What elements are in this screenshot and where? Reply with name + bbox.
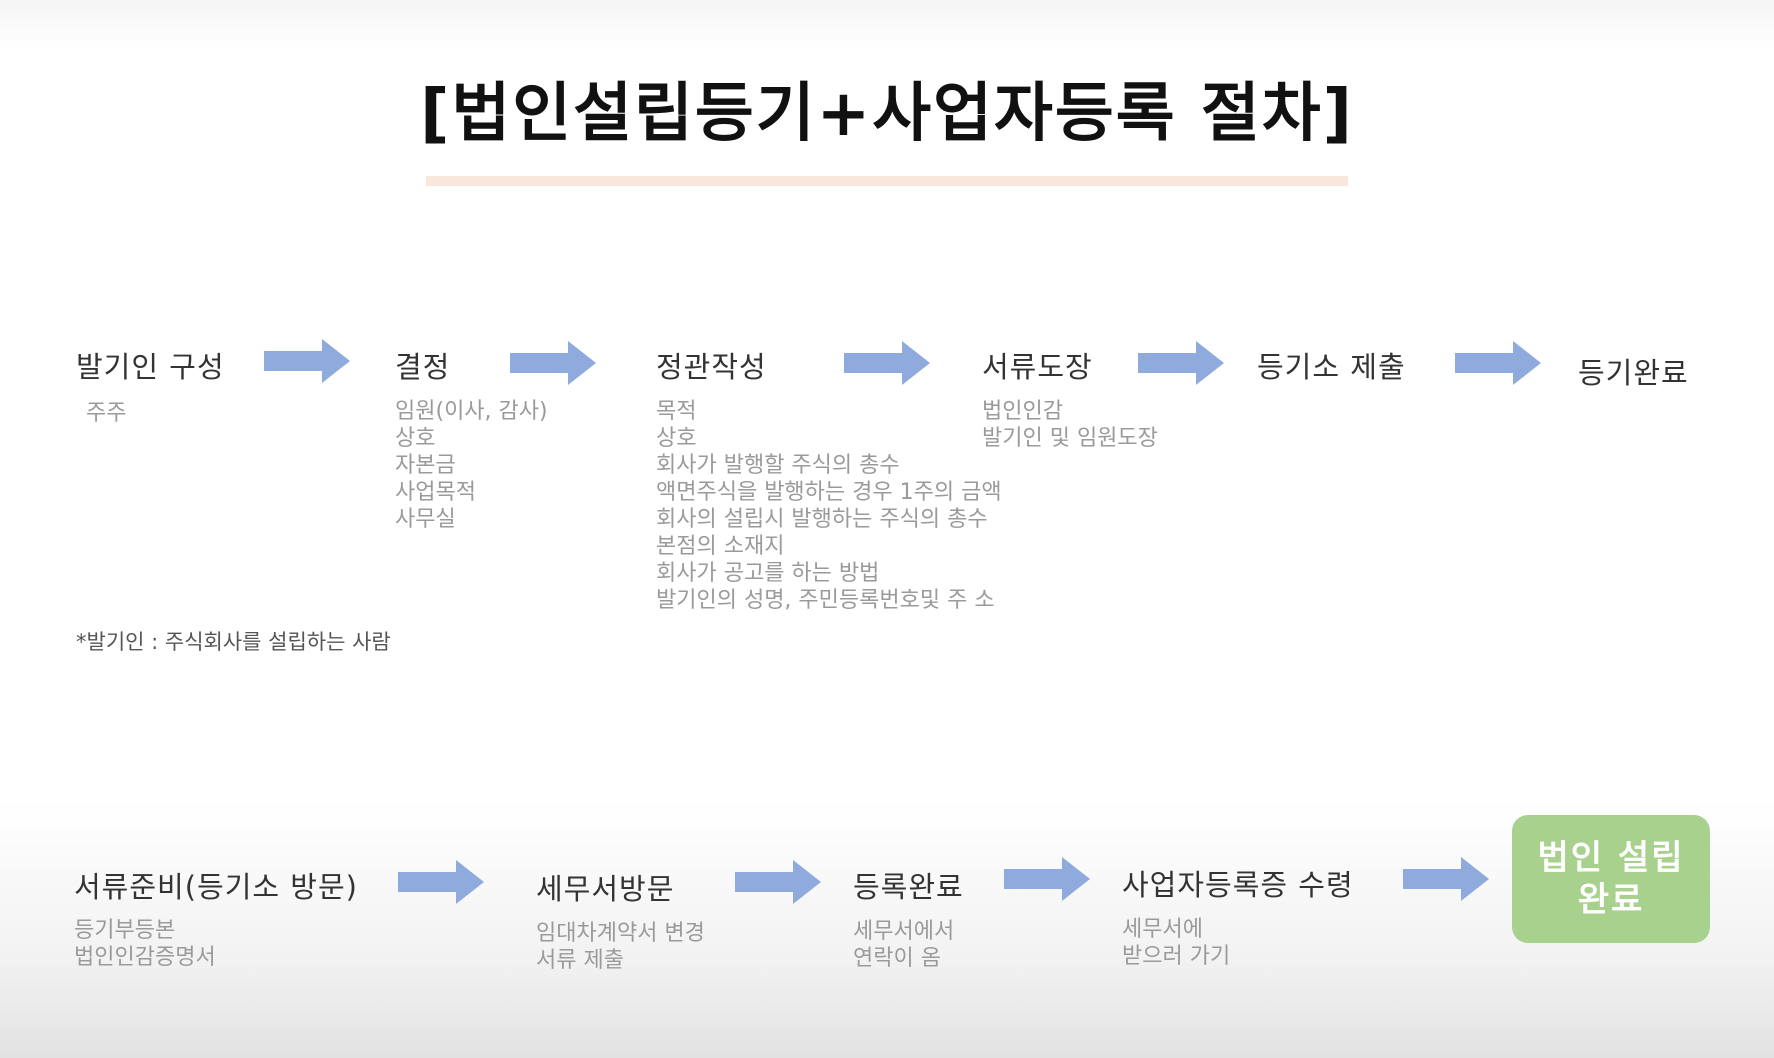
step-details: 법인인감 발기인 및 임원도장 [982,398,1158,452]
detail-item: 법인인감 [982,399,1063,424]
detail-item: 상호 [395,426,436,451]
detail-item: 세무서에 [1122,917,1203,942]
step-label: 세무서방문 [536,872,675,906]
step-label: 등기소 제출 [1257,350,1406,384]
step-label: 등기완료 [1578,356,1689,390]
arrow-right-icon [264,339,350,383]
footnote: *발기인 : 주식회사를 설립하는 사람 [76,630,391,654]
detail-item: 회사가 공고를 하는 방법 [656,561,880,586]
step-label: 정관작성 [656,350,767,384]
arrow-right-icon [398,860,484,904]
detail-item: 법인인감증명서 [74,945,216,970]
step-label: 서류준비(등기소 방문) [74,870,358,904]
detail-item: 액면주식을 발행하는 경우 1주의 금액 [656,480,1002,505]
arrow-right-icon [1138,341,1224,385]
detail-item: 연락이 옴 [853,946,941,971]
detail-item: 등기부등본 [74,918,176,943]
step-details: 목적 상호 회사가 발행할 주식의 총수 액면주식을 발행하는 경우 1주의 금… [656,398,1002,614]
detail-item: 목적 [656,399,697,424]
step-details: 세무서에 받으러 가기 [1122,916,1230,970]
arrow-right-icon [844,341,930,385]
detail-item: 본점의 소재지 [656,534,785,559]
detail-item: 받으러 가기 [1122,944,1231,969]
step-label: 서류도장 [982,350,1093,384]
step-details: 임원(이사, 감사) 상호 자본금 사업목적 사무실 [395,398,548,533]
step-label: 결정 [395,350,451,384]
arrow-right-icon [1004,857,1090,901]
step-label: 사업자등록증 수령 [1122,868,1354,902]
detail-item: 회사가 발행할 주식의 총수 [656,453,900,478]
detail-item: 임원(이사, 감사) [395,399,548,424]
detail-item: 회사의 설립시 발행하는 주식의 총수 [656,507,988,532]
step-details: 주주 [86,400,126,427]
detail-item: 사업목적 [395,480,476,505]
final-step-box: 법인 설립 완료 [1512,815,1710,943]
final-step-label: 법인 설립 완료 [1537,838,1685,920]
detail-item: 발기인의 성명, 주민등록번호및 주 소 [656,588,995,613]
arrow-right-icon [1403,857,1489,901]
step-label: 등록완료 [853,870,964,904]
step-label: 발기인 구성 [76,350,225,384]
page-title: [법인설립등기+사업자등록 절차] [420,77,1354,151]
step-details: 임대차계약서 변경 서류 제출 [536,920,705,974]
step-details: 등기부등본 법인인감증명서 [74,917,216,971]
title-underline [426,176,1348,186]
detail-item: 사무실 [395,507,456,532]
arrow-right-icon [510,341,596,385]
detail-item: 자본금 [395,453,456,478]
step-details: 세무서에서 연락이 옴 [853,918,954,972]
detail-item: 서류 제출 [536,948,624,973]
detail-item: 임대차계약서 변경 [536,921,705,946]
detail-item: 세무서에서 [853,919,955,944]
detail-item: 주주 [86,401,127,426]
detail-item: 발기인 및 임원도장 [982,426,1158,451]
arrow-right-icon [735,860,821,904]
arrow-right-icon [1455,341,1541,385]
detail-item: 상호 [656,426,697,451]
